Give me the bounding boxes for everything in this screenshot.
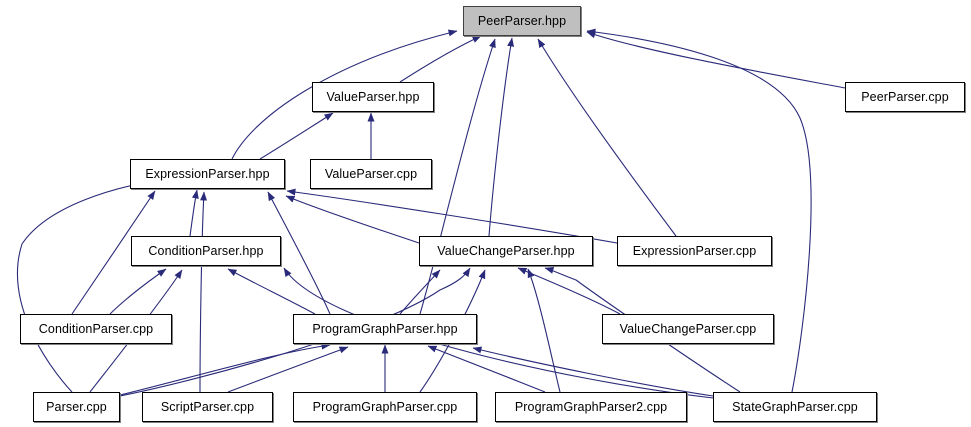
graph-edge bbox=[285, 195, 420, 244]
graph-edge bbox=[259, 112, 334, 160]
graph-edge bbox=[283, 267, 714, 399]
graph-node-expressionparser-hpp[interactable]: ExpressionParser.hpp bbox=[130, 159, 285, 189]
graph-node-conditionparser-cpp[interactable]: ConditionParser.cpp bbox=[20, 314, 172, 344]
graph-edge bbox=[537, 38, 677, 237]
graph-edge bbox=[109, 268, 167, 315]
graph-node-programgraphparser-cpp[interactable]: ProgramGraphParser.cpp bbox=[293, 392, 477, 422]
graph-node-label: ProgramGraphParser.hpp bbox=[312, 321, 458, 336]
graph-edge bbox=[517, 267, 621, 315]
graph-edge bbox=[231, 29, 458, 160]
graph-node-expressionparser-cpp[interactable]: ExpressionParser.cpp bbox=[617, 236, 772, 266]
graph-node-valuechangeparser-cpp[interactable]: ValueChangeParser.cpp bbox=[602, 314, 774, 344]
graph-edge bbox=[227, 268, 316, 315]
graph-node-label: ExpressionParser.cpp bbox=[632, 243, 757, 258]
graph-node-label: ValueChangeParser.hpp bbox=[437, 243, 575, 258]
graph-node-label: ValueParser.hpp bbox=[326, 89, 420, 104]
graph-node-label: ConditionParser.hpp bbox=[148, 243, 264, 258]
graph-node-valueparser-hpp[interactable]: ValueParser.hpp bbox=[312, 82, 434, 112]
graph-edge bbox=[199, 191, 208, 393]
graph-node-programgraphparser2-cpp[interactable]: ProgramGraphParser2.cpp bbox=[495, 392, 687, 422]
graph-edge bbox=[286, 188, 618, 244]
graph-node-programgraphparser-hpp[interactable]: ProgramGraphParser.hpp bbox=[293, 314, 477, 344]
graph-edge bbox=[267, 191, 331, 315]
graph-node-label: ConditionParser.cpp bbox=[38, 321, 154, 336]
graph-node-peerparser-cpp[interactable]: PeerParser.cpp bbox=[845, 82, 965, 112]
graph-edge bbox=[544, 266, 741, 393]
graph-node-label: ValueParser.cpp bbox=[324, 166, 418, 181]
graph-edge bbox=[527, 268, 561, 393]
graph-node-scriptparser-cpp[interactable]: ScriptParser.cpp bbox=[142, 392, 273, 422]
graph-node-valueparser-cpp[interactable]: ValueParser.cpp bbox=[310, 159, 432, 189]
graph-node-label: StateGraphParser.cpp bbox=[732, 399, 858, 414]
graph-node-label: ProgramGraphParser.cpp bbox=[312, 399, 458, 414]
graph-node-label: ProgramGraphParser2.cpp bbox=[514, 399, 668, 414]
graph-node-parser-cpp[interactable]: Parser.cpp bbox=[33, 392, 120, 422]
graph-edge bbox=[71, 190, 156, 315]
graph-edge bbox=[586, 28, 812, 393]
graph-edge bbox=[419, 38, 496, 315]
graph-edge bbox=[227, 346, 349, 393]
graph-node-peerparser-hpp[interactable]: PeerParser.hpp bbox=[463, 6, 581, 36]
graph-edge bbox=[399, 35, 482, 83]
graph-node-label: ExpressionParser.hpp bbox=[145, 166, 270, 181]
graph-edges bbox=[17, 28, 846, 399]
graph-edge bbox=[427, 345, 546, 393]
graph-node-stategraphparser-cpp[interactable]: StateGraphParser.cpp bbox=[713, 392, 877, 422]
graph-edge bbox=[119, 342, 331, 396]
graph-node-label: Parser.cpp bbox=[46, 399, 107, 414]
graph-node-conditionparser-hpp[interactable]: ConditionParser.hpp bbox=[131, 236, 281, 266]
graph-edge bbox=[472, 346, 714, 397]
graph-edge bbox=[189, 189, 199, 237]
graph-edge bbox=[399, 269, 441, 315]
graph-node-valuechangeparser-hpp[interactable]: ValueChangeParser.hpp bbox=[419, 236, 593, 266]
graph-node-label: PeerParser.hpp bbox=[477, 13, 567, 28]
graph-edge bbox=[586, 31, 846, 89]
graph-node-label: ScriptParser.cpp bbox=[160, 399, 255, 414]
graph-node-label: ValueChangeParser.cpp bbox=[619, 321, 757, 336]
graph-edge bbox=[488, 37, 515, 237]
graph-edge bbox=[17, 177, 163, 393]
graph-node-label: PeerParser.cpp bbox=[861, 89, 949, 104]
